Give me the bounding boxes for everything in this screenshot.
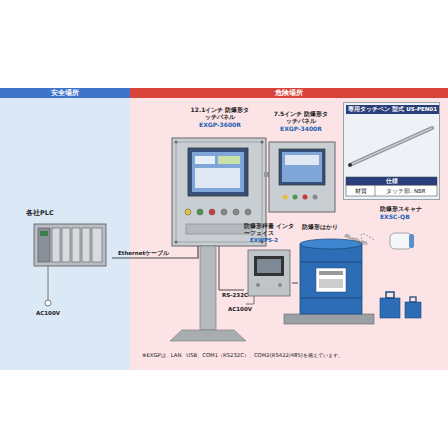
- table-header: 仕様: [346, 177, 437, 185]
- model-name: EXSC-QB: [380, 213, 410, 220]
- node-title: 防爆形はかり: [302, 224, 338, 231]
- power-label: AC100V: [228, 306, 252, 312]
- table-cell: 材質: [346, 186, 375, 196]
- model-name: EXWPS-2: [250, 237, 278, 244]
- table-cell: タッチ部: NBR: [375, 186, 437, 196]
- power-wire: [48, 266, 49, 300]
- note-text: ※EXGPは、LAN、USB、COM1（RS232C）、COM2(RS422/4…: [142, 352, 343, 359]
- pole-base: [170, 330, 246, 341]
- node-title: 各社PLC: [26, 209, 54, 218]
- power-label: AC100V: [36, 310, 60, 316]
- node-title: 12.1インチ 防爆形タッチパネル: [190, 106, 250, 120]
- model-name: EXGP-3600R: [180, 121, 260, 128]
- cable-label: RS-232C: [222, 292, 248, 298]
- node-title: 危険場所: [130, 88, 448, 98]
- node-title: 防爆形秤量 インターフェイス: [244, 223, 294, 236]
- node-title: 防爆形スキャナ: [380, 206, 422, 213]
- area-band: 危険場所 12.1インチ 防爆形タッチパネルEXGP-3600R 7.5インチ 防爆…: [130, 88, 448, 370]
- plc-rack: [34, 224, 106, 266]
- weighing-interface: [248, 250, 290, 296]
- plc-node: 各社PLC: [22, 205, 112, 270]
- scale-node: 防爆形はかり: [298, 222, 370, 314]
- weights: [380, 292, 421, 318]
- touch-panel-large: [172, 138, 266, 246]
- scanner: [390, 233, 414, 249]
- touch-panel-small: [269, 142, 335, 212]
- node-title: 専用タッチペン 型式 US-PEN01: [346, 105, 439, 114]
- mount-arm: [264, 172, 270, 177]
- model-name: EXGP-3400R: [266, 125, 336, 132]
- node-title: 7.5インチ 防爆形タッチパネル: [271, 110, 331, 124]
- pole: [200, 246, 216, 330]
- panel-node: 7.5インチ 防爆形タッチパネルEXGP-3400R: [266, 108, 336, 212]
- node-title: 安全場所: [0, 88, 130, 98]
- spec-table: [346, 177, 437, 196]
- interface-node: 防爆形秤量 インターフェイスEXWPS-2: [244, 226, 292, 298]
- power-plug: [45, 300, 51, 306]
- touch-pen: [348, 128, 432, 167]
- cable-line: [219, 246, 244, 290]
- pen-box: 専用タッチペン 型式 US-PEN01: [343, 102, 440, 200]
- cable-line: [112, 246, 198, 258]
- scanner-node: 防爆形スキャナEXSC-QB: [374, 206, 440, 254]
- area-band: 安全場所各社PLC: [0, 88, 130, 370]
- cable-label: Ethernetケーブル: [118, 250, 169, 257]
- scale-drum: [284, 239, 374, 324]
- cable-line: [292, 283, 298, 284]
